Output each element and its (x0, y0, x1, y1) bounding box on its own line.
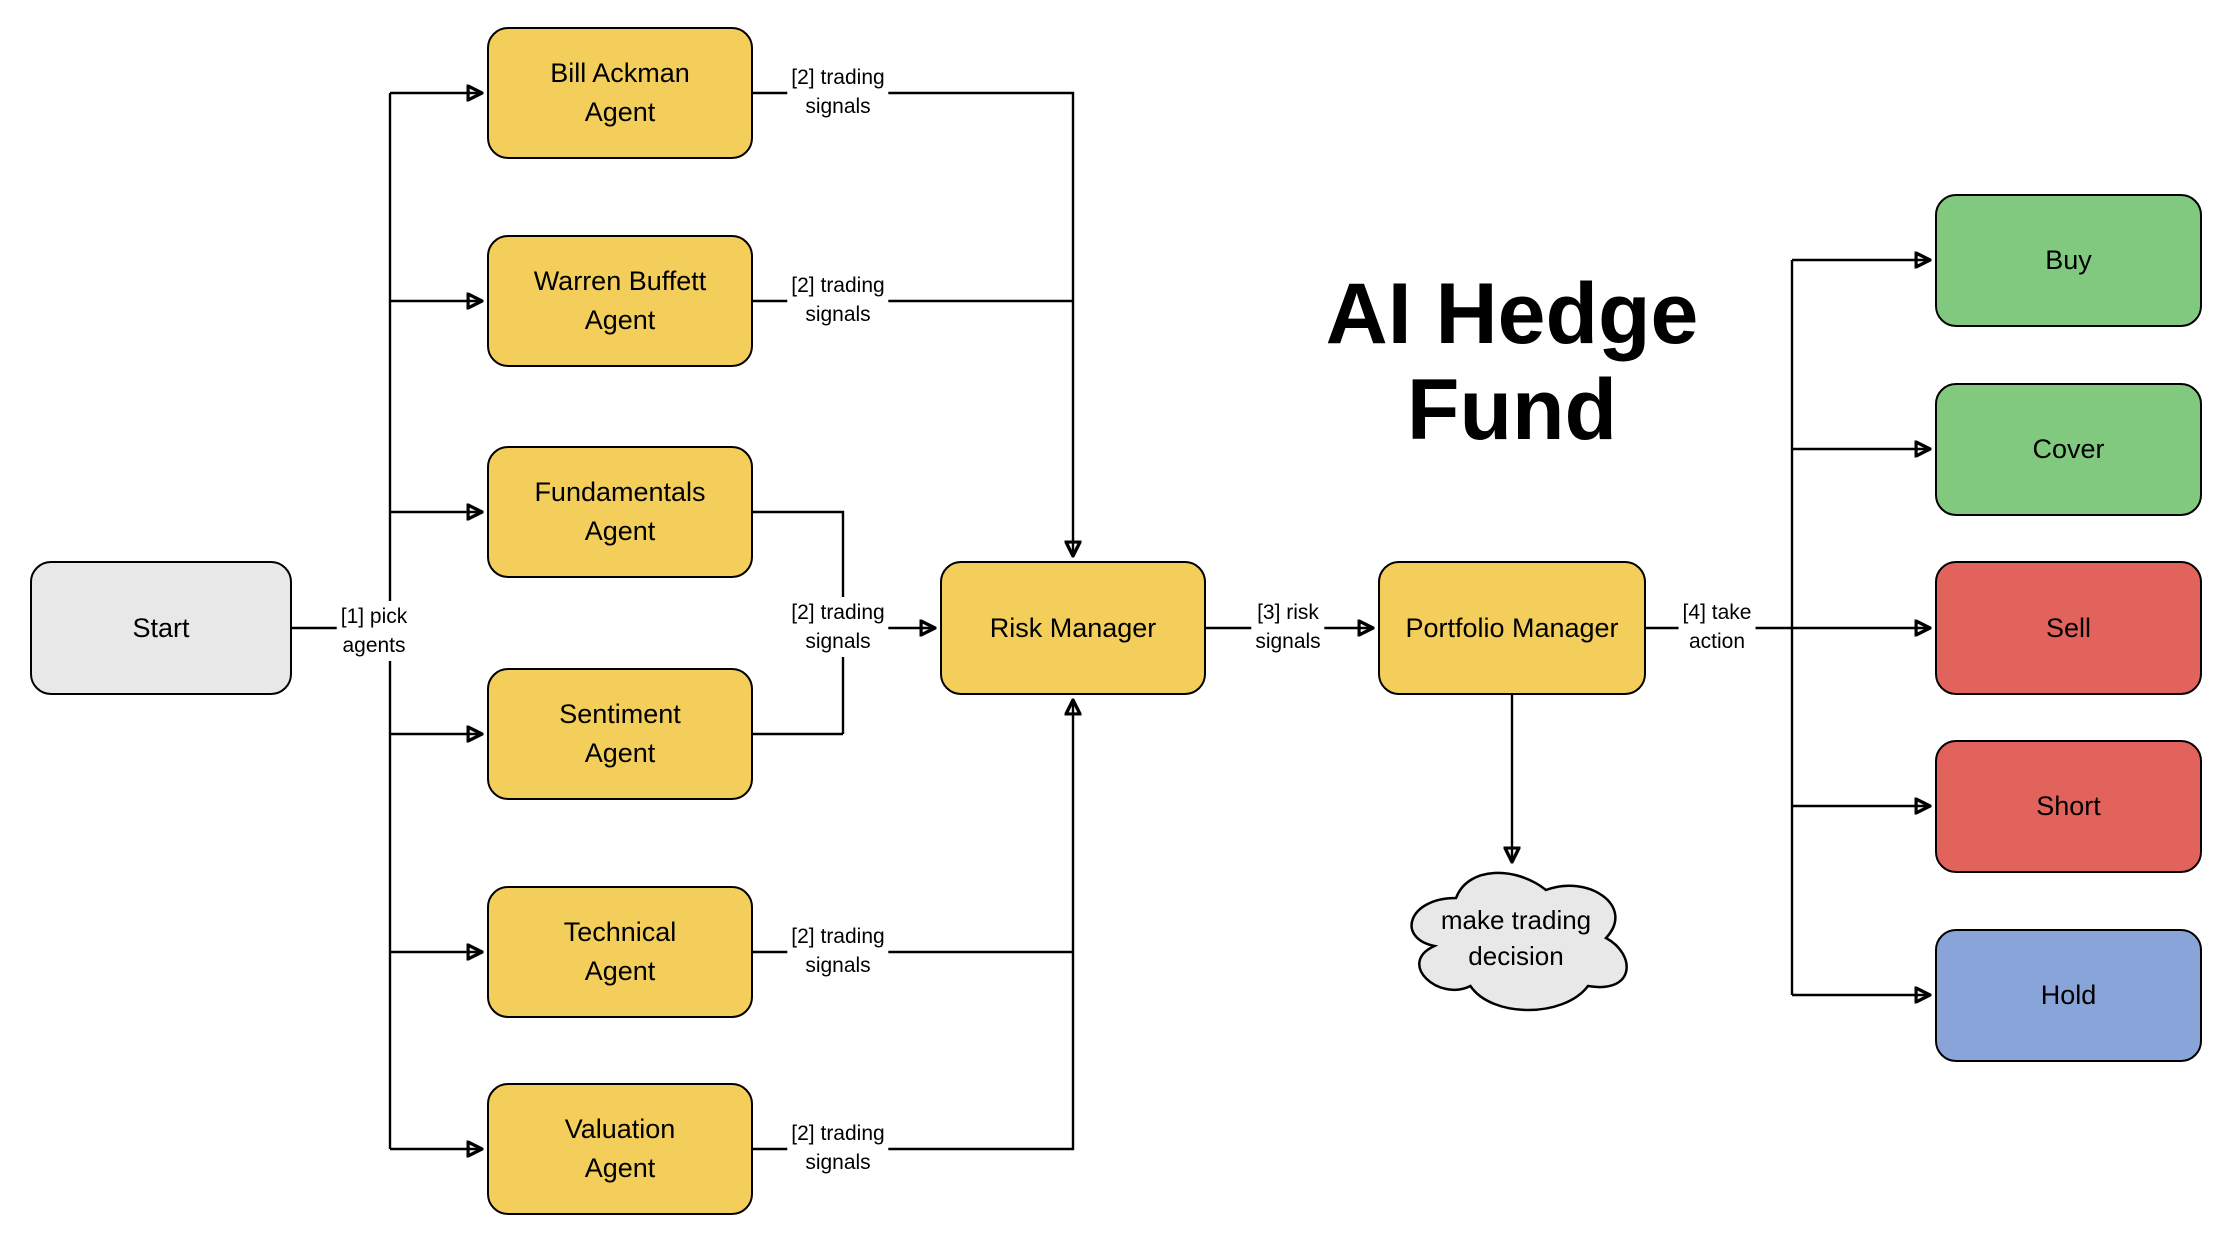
edge-label-trading-signals-valuation: [2] trading signals (787, 1118, 889, 1178)
node-bill-ackman-agent-label: Bill Ackman Agent (550, 58, 690, 127)
node-fundamentals-agent: Fundamentals Agent (487, 446, 753, 578)
node-technical-agent-label: Technical Agent (563, 917, 677, 986)
node-risk-manager-label: Risk Manager (989, 612, 1157, 643)
node-warren-buffett-agent-label: Warren Buffett Agent (533, 266, 707, 335)
node-portfolio-manager: Portfolio Manager (1378, 561, 1646, 695)
node-hold-label: Hold (2040, 980, 2097, 1010)
edge-label-trading-signals-merged: [2] trading signals (787, 597, 889, 657)
node-warren-buffett-agent: Warren Buffett Agent (487, 235, 753, 367)
node-portfolio-manager-label: Portfolio Manager (1405, 612, 1619, 643)
node-start: Start (30, 561, 292, 695)
node-technical-agent: Technical Agent (487, 886, 753, 1018)
node-sell: Sell (1935, 561, 2202, 695)
node-sentiment-agent: Sentiment Agent (487, 668, 753, 800)
edge-label-trading-signals-technical: [2] trading signals (787, 921, 889, 981)
cloud-outline (1412, 873, 1627, 1010)
node-bill-ackman-agent: Bill Ackman Agent (487, 27, 753, 159)
node-buy: Buy (1935, 194, 2202, 327)
node-hold: Hold (1935, 929, 2202, 1062)
node-make-trading-decision: make trading decision (1396, 858, 1636, 1018)
edge-label-trading-signals-buffett: [2] trading signals (787, 270, 889, 330)
node-fundamentals-agent-label: Fundamentals Agent (534, 477, 706, 546)
node-valuation-agent-label: Valuation Agent (564, 1114, 676, 1183)
edge-label-take-action: [4] take action (1678, 597, 1756, 657)
node-risk-manager: Risk Manager (940, 561, 1206, 695)
node-cover: Cover (1935, 383, 2202, 516)
cloud-shape (1396, 858, 1636, 1018)
edge-fundamentals-merge (753, 510, 845, 734)
edge-label-trading-signals-ackman: [2] trading signals (787, 62, 889, 122)
node-sentiment-agent-label: Sentiment Agent (559, 699, 681, 768)
node-cover-label: Cover (2032, 434, 2105, 464)
node-short-label: Short (2036, 791, 2101, 821)
node-sell-label: Sell (2045, 612, 2092, 643)
edge-label-pick-agents: [1] pick agents (336, 601, 412, 661)
node-valuation-agent: Valuation Agent (487, 1083, 753, 1215)
node-buy-label: Buy (2045, 245, 2092, 275)
node-make-trading-decision-label: make trading decision (1440, 905, 1592, 971)
page-title: AI Hedge Fund (1325, 266, 1699, 458)
node-start-label: Start (132, 612, 190, 643)
node-short: Short (1935, 740, 2202, 873)
edge-label-risk-signals: [3] risk signals (1251, 597, 1325, 657)
